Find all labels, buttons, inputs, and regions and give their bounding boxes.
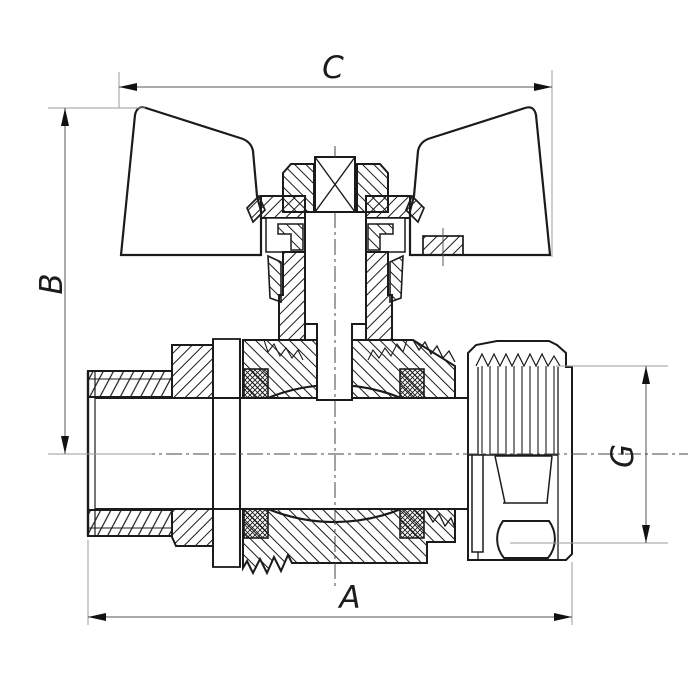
dimension-G: G [510,365,668,544]
arrow-down-icon [61,436,69,454]
dimension-B: B [34,107,152,455]
seat-bottom-right [399,508,425,539]
arrow-up-icon [61,108,69,126]
nut-knurl [475,352,561,368]
body-flange-top [171,344,214,399]
seat-top-right [399,368,425,399]
dimension-C: C [118,50,553,257]
dimensions: C B A G [34,50,668,625]
arrow-right-icon [534,83,552,91]
union-nut [467,340,573,561]
nut-hex-face [494,455,556,559]
dimension-label-A: A [337,580,360,616]
dimension-label-C: C [322,50,344,86]
body-flange-bottom [171,508,214,547]
dimension-label-G: G [605,444,641,468]
handle-wing-left [119,106,263,257]
centerlines [58,146,688,590]
arrow-down-icon [642,525,650,543]
male-thread-bottom [87,509,173,537]
packing-follower-right [367,223,394,251]
dimension-A: A [87,540,573,625]
dimension-label-B: B [34,273,70,294]
handle-wing-right [408,106,552,257]
seat-top-left [243,368,269,399]
bonnet-wall-left [278,251,306,341]
arrow-up-icon [642,366,650,384]
arrow-left-icon [88,613,106,621]
male-thread-top [87,370,173,398]
arrow-right-icon [554,613,572,621]
seat-bottom-left [243,508,269,539]
nut-bore-slot [471,454,484,553]
packing-follower-left [277,223,304,251]
bonnet-wall-right [365,251,393,341]
valve-body [86,338,472,576]
arrow-left-icon [119,83,137,91]
handle-assembly [119,106,552,401]
